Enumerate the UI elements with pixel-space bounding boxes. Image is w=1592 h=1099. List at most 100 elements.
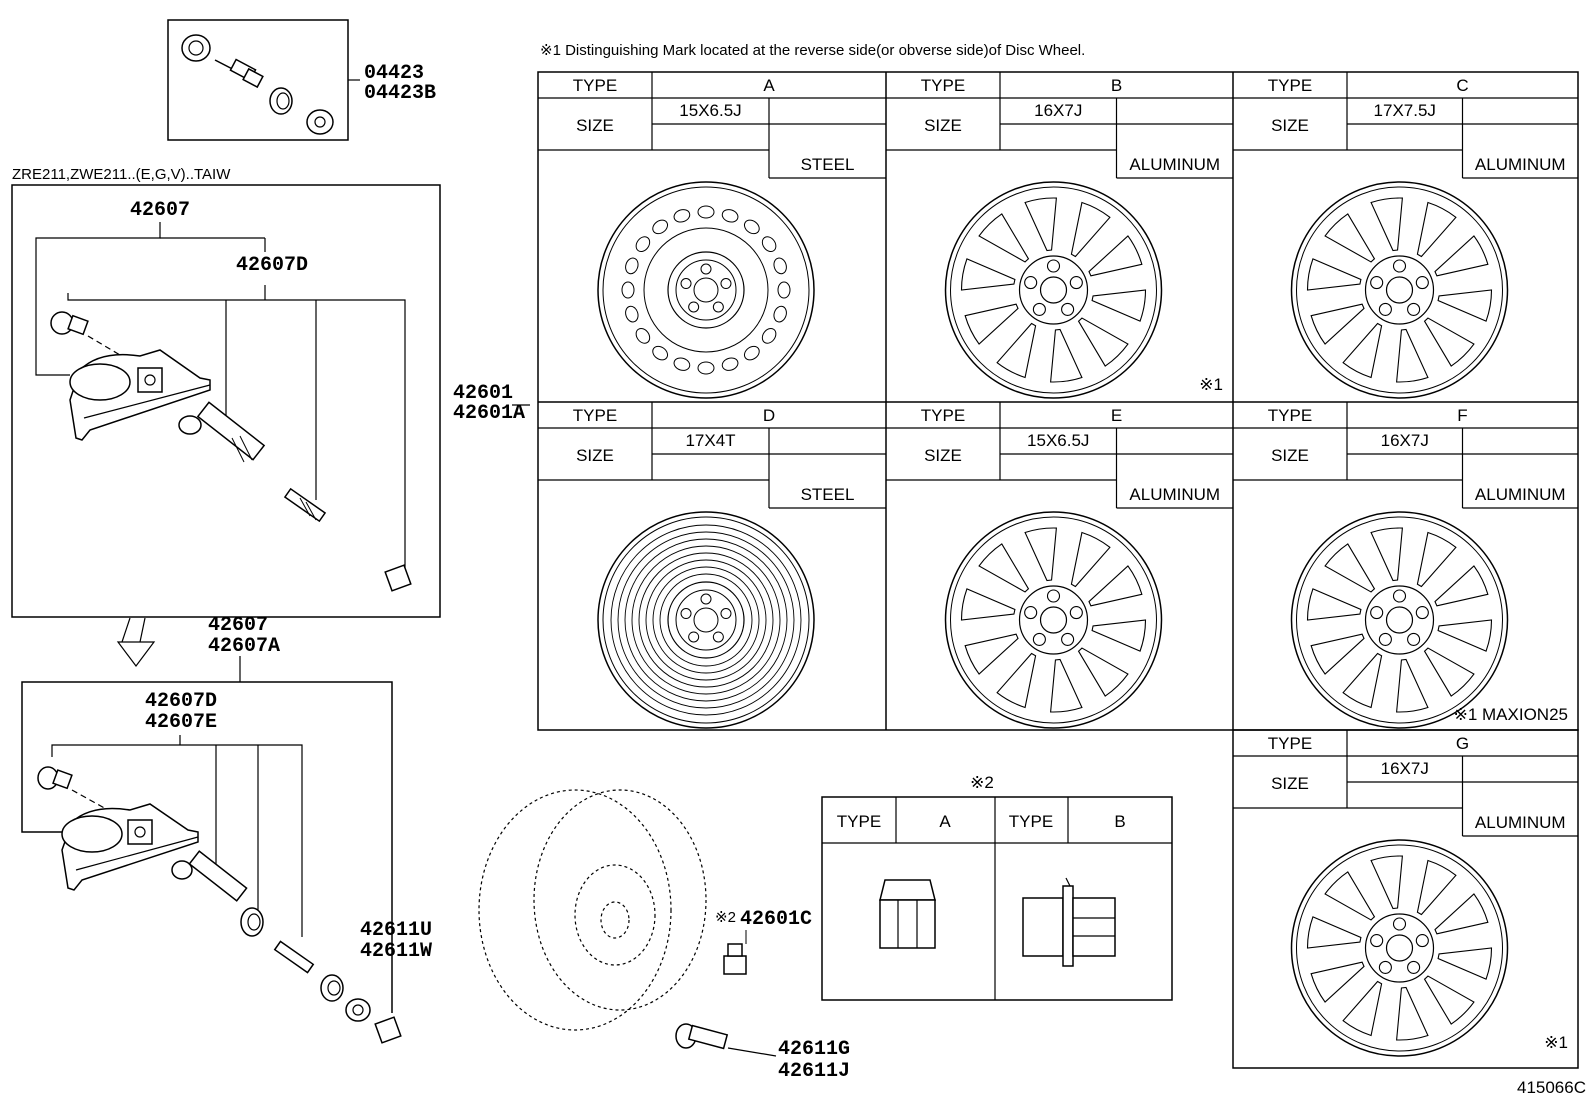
part-number-42607e: 42607E bbox=[145, 711, 217, 734]
wheel-material: STEEL bbox=[801, 485, 855, 504]
part-number-42611u: 42611U bbox=[360, 919, 432, 942]
valve-core-icon-lower bbox=[273, 940, 315, 974]
distinguishing-mark-note: ※1 Distinguishing Mark located at the re… bbox=[540, 42, 1085, 59]
wheel-cell-e: TYPE E SIZE 15X6.5J ALUMINUM bbox=[886, 402, 1233, 729]
part-number-04423: 04423 bbox=[364, 62, 424, 85]
wheel-type-value: A bbox=[763, 76, 775, 95]
wheel-type-label: TYPE bbox=[921, 406, 965, 425]
wheel-a-icon bbox=[597, 181, 815, 399]
wheel-type-label: TYPE bbox=[1268, 406, 1312, 425]
part-number-42607-b: 42607 bbox=[208, 614, 268, 637]
wheel-material: ALUMINUM bbox=[1129, 155, 1220, 174]
tire-outline-icon bbox=[478, 789, 707, 1031]
valve-cap-icon-lower bbox=[374, 1016, 402, 1044]
nut-type-label-b: TYPE bbox=[1009, 812, 1053, 831]
wheel-type-value: D bbox=[763, 406, 775, 425]
part-number-42601a: 42601A bbox=[453, 402, 525, 425]
lug-nut-a-icon bbox=[879, 879, 936, 949]
wheel-material: ALUMINUM bbox=[1475, 813, 1566, 832]
sensor-box-upper: 42607 42607D bbox=[11, 184, 441, 618]
wheel-material: ALUMINUM bbox=[1475, 485, 1566, 504]
sensor-screw-icon bbox=[50, 311, 121, 356]
wheel-type-value: E bbox=[1111, 406, 1122, 425]
wheel-mark-note: ※1 MAXION25 bbox=[1454, 705, 1568, 724]
wheel-material: ALUMINUM bbox=[1475, 155, 1566, 174]
wheel-cell-g-frame bbox=[1232, 729, 1579, 1069]
wheel-type-value: C bbox=[1456, 76, 1468, 95]
wheel-type-label: TYPE bbox=[1268, 734, 1312, 753]
tpms-sensor-body-icon bbox=[69, 349, 211, 441]
part-number-42607d: 42607D bbox=[236, 254, 308, 277]
nut-type-label-a: TYPE bbox=[837, 812, 881, 831]
wheel-size-value: 15X6.5J bbox=[679, 101, 741, 120]
part-number-42611g: 42611G bbox=[778, 1038, 850, 1061]
wheel-cell-a: TYPE A SIZE 15X6.5J STEEL bbox=[538, 72, 886, 399]
sensor-screw-icon-lower bbox=[37, 766, 109, 811]
wheel-size-label: SIZE bbox=[924, 446, 962, 465]
wheel-type-value: B bbox=[1111, 76, 1122, 95]
wheel-size-value: 15X6.5J bbox=[1027, 431, 1089, 450]
wheel-c-icon bbox=[1290, 181, 1509, 399]
wheel-size-value: 16X7J bbox=[1381, 431, 1429, 450]
nut-type-value-a: A bbox=[939, 812, 951, 831]
wheel-cell-c: TYPE C SIZE 17X7.5J ALUMINUM bbox=[1233, 72, 1578, 399]
wheel-material: STEEL bbox=[801, 155, 855, 174]
sensor-valve-stem-icon bbox=[178, 401, 266, 463]
wheel-material: ALUMINUM bbox=[1129, 485, 1220, 504]
part-number-42601: 42601 bbox=[453, 382, 513, 405]
wheel-mark-note: ※1 bbox=[1544, 1033, 1568, 1052]
wheel-type-label: TYPE bbox=[573, 76, 617, 95]
wheel-size-value: 16X7J bbox=[1381, 759, 1429, 778]
wheel-size-value: 17X7.5J bbox=[1374, 101, 1436, 120]
valve-stem-rubber-icon bbox=[675, 1023, 777, 1057]
nut-type-table: ※2 TYPE A TYPE B bbox=[821, 773, 1173, 1001]
wheel-type-table: TYPE A SIZE 15X6.5J STEEL TYPE B SIZE 16X7J ALUMI… bbox=[537, 71, 1579, 1069]
lug-nut-b-icon bbox=[1022, 877, 1116, 967]
wheel-e-icon bbox=[944, 511, 1163, 729]
wheel-type-label: TYPE bbox=[573, 406, 617, 425]
valve-kit-core-icon bbox=[214, 58, 264, 89]
wheel-size-value: 16X7J bbox=[1034, 101, 1082, 120]
sensor-box-lower: 42607D 42607E bbox=[21, 681, 432, 1044]
lug-nut-small-icon bbox=[723, 930, 747, 975]
wheel-size-value: 17X4T bbox=[685, 431, 735, 450]
wheel-mark-note: ※1 bbox=[1199, 375, 1223, 394]
wheel-type-label: TYPE bbox=[921, 76, 965, 95]
nut-type-value-b: B bbox=[1114, 812, 1125, 831]
valve-kit-cap-icon bbox=[181, 34, 211, 62]
nut-icon-lower bbox=[345, 998, 371, 1022]
wheel-cell-d: TYPE D SIZE 17X4T STEEL bbox=[538, 402, 886, 729]
wheel-table-frame bbox=[537, 71, 1579, 731]
nut-ring-icon-lower bbox=[320, 974, 344, 1002]
nut-table-title: ※2 bbox=[970, 773, 994, 792]
wheel-type-value: G bbox=[1456, 734, 1469, 753]
wheel-cell-g: TYPE G SIZE 16X7J ALUMINUM ※1 bbox=[1233, 730, 1578, 1057]
down-arrow-icon bbox=[116, 617, 156, 667]
valve-cap-icon bbox=[384, 564, 412, 592]
wheel-type-label: TYPE bbox=[1268, 76, 1312, 95]
wheel-size-label: SIZE bbox=[576, 116, 614, 135]
wheel-size-label: SIZE bbox=[1271, 774, 1309, 793]
wheel-b-icon bbox=[944, 181, 1163, 399]
wheel-f-icon bbox=[1290, 511, 1509, 729]
tpms-sensor-body-icon-lower bbox=[61, 803, 199, 891]
part-number-42611j: 42611J bbox=[778, 1060, 850, 1083]
wheel-size-label: SIZE bbox=[1271, 446, 1309, 465]
wheel-d-icon bbox=[597, 511, 815, 729]
valve-kit-group: 04423 04423B bbox=[167, 19, 436, 141]
sensor-valve-stem-icon-lower bbox=[171, 850, 248, 902]
washer-icon-lower bbox=[240, 907, 264, 937]
nut-mark: ※2 bbox=[715, 909, 736, 926]
wheel-g-icon bbox=[1290, 839, 1509, 1057]
figure-id: 415066C bbox=[1517, 1078, 1586, 1097]
part-number-42607a: 42607A bbox=[208, 635, 280, 658]
part-number-42607d-b: 42607D bbox=[145, 690, 217, 713]
model-code: ZRE211,ZWE211..(E,G,V)..TAIW bbox=[12, 166, 231, 183]
valve-kit-nut-icon bbox=[306, 109, 334, 135]
part-number-04423b: 04423B bbox=[364, 82, 436, 105]
valve-core-icon bbox=[283, 487, 327, 523]
wheel-size-label: SIZE bbox=[576, 446, 614, 465]
wheel-size-label: SIZE bbox=[1271, 116, 1309, 135]
